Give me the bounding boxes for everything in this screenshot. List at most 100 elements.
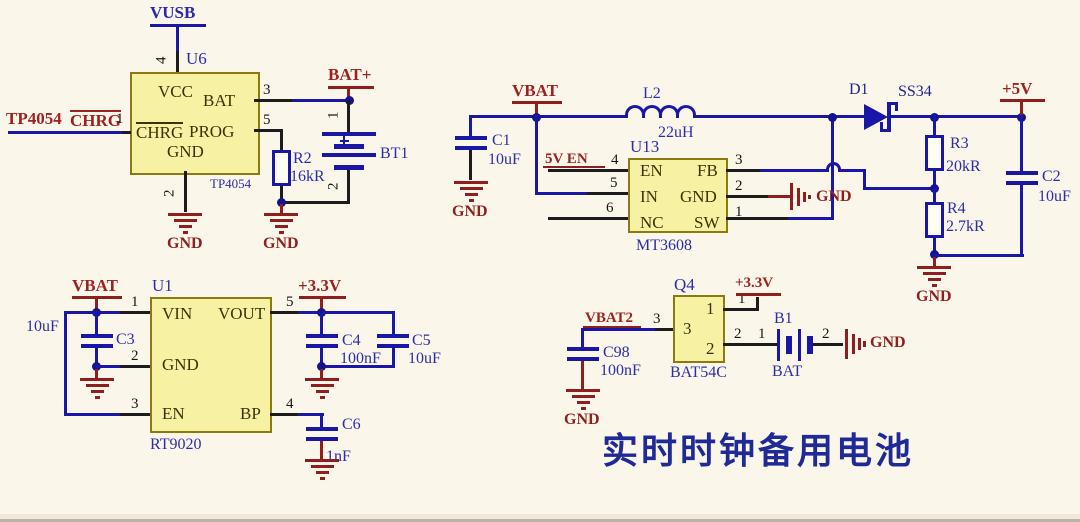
part-label-bat: BAT xyxy=(772,363,803,380)
pin-label-gnd: GND xyxy=(680,187,717,206)
power-bar xyxy=(736,293,781,296)
designator-c98: C98 xyxy=(603,344,630,361)
chip-q4 xyxy=(673,295,725,363)
pin-wire xyxy=(176,51,179,72)
wire xyxy=(64,413,120,416)
junction-dot xyxy=(828,113,837,122)
wire xyxy=(1020,115,1023,172)
gnd-symbol-side xyxy=(803,192,806,202)
capacitor-c5-plate xyxy=(377,334,409,338)
gnd-symbol xyxy=(263,213,299,237)
net-label-batplus: BAT+ xyxy=(328,65,372,84)
gnd-symbol xyxy=(167,213,203,237)
wire xyxy=(298,413,324,416)
power-bar xyxy=(299,296,346,299)
designator-c6: C6 xyxy=(342,416,361,433)
value-c5: 10uF xyxy=(408,350,441,367)
pin-number: 3 xyxy=(131,396,139,412)
net-label-vbat2: VBAT2 xyxy=(585,310,634,326)
vusb-power-bar xyxy=(150,24,206,27)
value-c98: 100nF xyxy=(600,362,641,379)
gnd-symbol-side xyxy=(808,195,811,199)
battery-b1-plate xyxy=(798,329,801,361)
diode-d1-cathode xyxy=(887,102,891,132)
wire xyxy=(693,115,866,118)
pin-wire xyxy=(756,297,759,310)
wire xyxy=(322,365,395,368)
wire xyxy=(933,238,936,257)
designator-c2: C2 xyxy=(1042,168,1061,185)
diode-d1-hook xyxy=(880,122,883,132)
pin-number: 3 xyxy=(653,311,661,327)
gnd-label: GND xyxy=(167,235,203,252)
wire xyxy=(933,171,936,190)
pin-wire xyxy=(120,413,150,416)
pin-label-vcc: VCC xyxy=(158,82,193,101)
value-c1: 10uF xyxy=(488,151,521,168)
gnd-symbol xyxy=(304,459,340,483)
value-r3: 20kR xyxy=(946,158,981,175)
designator-c4: C4 xyxy=(342,332,361,349)
gnd-tick xyxy=(320,441,323,459)
wire xyxy=(535,192,587,195)
pin-label-gnd: GND xyxy=(162,355,199,374)
pin-label-chrg: CHRG xyxy=(136,122,184,142)
net-underline xyxy=(543,166,605,168)
pin-label-bp: BP xyxy=(240,404,261,423)
pin-number: 4 xyxy=(286,396,294,412)
gnd-tick xyxy=(280,204,283,213)
wire xyxy=(322,311,395,314)
diode-d1-hook xyxy=(880,129,888,132)
power-bar xyxy=(512,101,562,104)
gnd-tick xyxy=(581,361,584,389)
junction-dot xyxy=(277,198,286,207)
capacitor-c2-plate xyxy=(1006,181,1038,185)
pin-wire xyxy=(726,169,760,172)
wire xyxy=(392,311,395,335)
pin-label-gnd: GND xyxy=(167,142,204,161)
resistor-r2 xyxy=(272,150,291,186)
pin-label-nc: NC xyxy=(640,213,664,232)
gnd-symbol xyxy=(916,266,952,290)
pin-number: 4 xyxy=(611,152,619,168)
chip-u13 xyxy=(628,158,728,233)
battery-b1-plate xyxy=(807,336,813,354)
wire xyxy=(8,131,122,134)
pin-wire xyxy=(120,365,150,368)
wire xyxy=(788,217,834,220)
designator-c1: C1 xyxy=(492,132,511,149)
part-label-tp4054: TP4054 xyxy=(210,176,252,191)
wire xyxy=(280,129,283,152)
pin-label-2: 2 xyxy=(706,339,715,358)
pin-number: 2 xyxy=(131,348,139,364)
wire xyxy=(320,348,323,365)
capacitor-c5-plate xyxy=(377,344,409,348)
designator-d1: D1 xyxy=(849,81,869,98)
gnd-symbol xyxy=(453,181,489,205)
wire xyxy=(831,115,834,220)
pin-number: 1 xyxy=(131,294,139,310)
pin-wire xyxy=(548,217,628,220)
battery-bt1-plate xyxy=(322,153,376,157)
gnd-symbol-side xyxy=(852,334,855,354)
pin-wire xyxy=(270,311,298,314)
wire xyxy=(176,26,179,51)
power-bar xyxy=(72,296,122,299)
net-label-3v3: +3.3V xyxy=(735,275,774,291)
designator-u13: U13 xyxy=(630,137,660,156)
capacitor-c3-plate xyxy=(81,334,113,338)
wire xyxy=(933,254,1024,257)
capacitor-c1-plate xyxy=(455,146,487,150)
battery-b1-plate xyxy=(777,329,780,361)
pin-number: 1 xyxy=(735,204,743,220)
wire xyxy=(583,328,655,331)
wire xyxy=(863,187,935,190)
pin-wire xyxy=(347,170,350,203)
pin-label-sw: SW xyxy=(694,213,720,232)
wire xyxy=(280,186,283,203)
capacitor-c1-plate xyxy=(455,136,487,140)
capacitor-c3-plate xyxy=(81,344,113,348)
pin-wire xyxy=(122,131,131,134)
junction-dot xyxy=(317,362,326,371)
pin-wire xyxy=(726,217,788,220)
